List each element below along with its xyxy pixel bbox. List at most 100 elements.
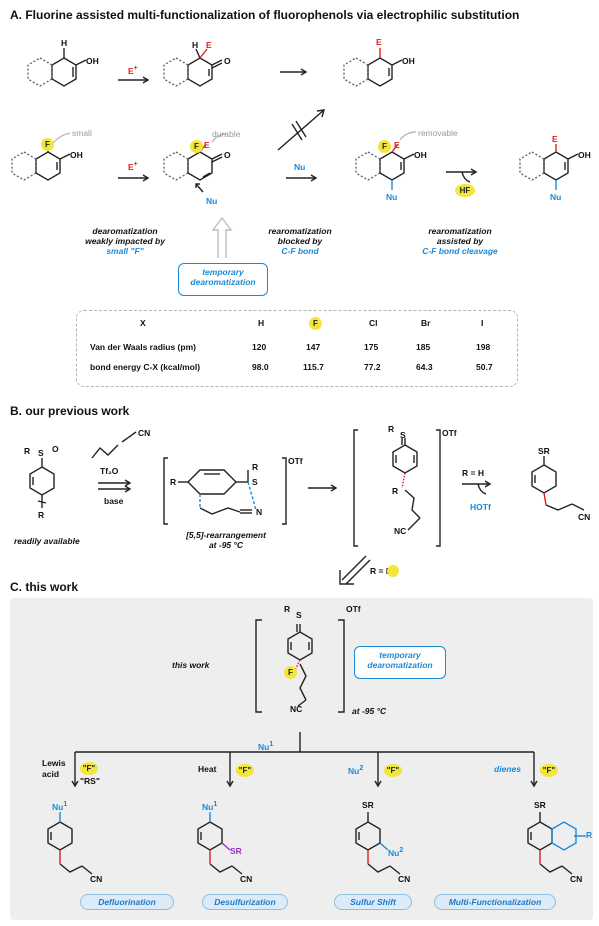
- b-ts-s: S: [252, 477, 258, 487]
- removable-label: removable: [418, 128, 458, 138]
- table-cell: 198: [476, 342, 491, 352]
- f-highlight-int: F: [190, 140, 203, 153]
- c-otf: OTf: [346, 604, 361, 614]
- c-s: S: [296, 610, 302, 620]
- section-c-panel: [10, 598, 593, 920]
- branch3-top: SR: [362, 800, 374, 810]
- b-ts-n: N: [256, 507, 263, 517]
- b-o: O: [52, 444, 59, 454]
- branch4-sub: R: [586, 830, 593, 840]
- branch3-sub: Nu2: [388, 846, 404, 858]
- b-int-s: S: [400, 430, 406, 440]
- b-cn-prod: CN: [578, 512, 591, 522]
- table-row-label: Van der Waals radius (pm): [90, 342, 196, 352]
- b-otf1: OTf: [288, 456, 303, 466]
- tag-desulfurization: Desulfurization: [202, 894, 288, 910]
- branch1-loss-rs: "RS": [80, 776, 100, 786]
- f-highlight: F: [41, 138, 54, 151]
- b-r-equals-h: R = H: [462, 468, 484, 478]
- b-r-sulfoxide: R: [24, 446, 31, 456]
- row2-nu: Nu: [206, 196, 218, 206]
- nu-reagent: Nu: [294, 162, 306, 172]
- branch4-loss-f: "F": [540, 764, 558, 777]
- c-r: R: [284, 604, 291, 614]
- row1-e-reagent: E+: [128, 64, 138, 76]
- hf-badge: HF: [455, 184, 475, 197]
- durable-label: durable: [212, 129, 241, 139]
- f-highlight-third: F: [378, 140, 391, 153]
- branch3-loss-f: "F": [384, 764, 402, 777]
- row2-o: O: [224, 150, 231, 160]
- branch2-loss-f: "F": [236, 764, 254, 777]
- branch1-loss-f: "F": [80, 762, 98, 775]
- row2-e2: E: [394, 140, 400, 150]
- row1-h-int: H: [192, 40, 199, 50]
- table-header-cl: Cl: [369, 318, 378, 328]
- branch4-top: SR: [534, 800, 546, 810]
- b-base: base: [104, 496, 124, 506]
- b-sr: SR: [538, 446, 550, 456]
- rf-highlight-dot: [387, 565, 399, 577]
- branch2-sub: SR: [230, 846, 242, 856]
- table-cell: 50.7: [476, 362, 493, 372]
- table-cell: 175: [364, 342, 379, 352]
- b-int-r: R: [388, 424, 395, 434]
- table-cell: 77.2: [364, 362, 381, 372]
- branch1-top: Nu1: [52, 800, 68, 812]
- c-nc: NC: [290, 704, 303, 714]
- table-header-br: Br: [421, 318, 431, 328]
- row1-o-int: O: [224, 56, 231, 66]
- table-row-label: bond energy C-X (kcal/mol): [90, 362, 201, 372]
- row2-oh-final: OH: [578, 150, 591, 160]
- table-header-i: I: [481, 318, 484, 328]
- b-int-nc: NC: [394, 526, 407, 536]
- b-ts-r2: R: [252, 462, 259, 472]
- b-r-equals-f: R = F: [370, 566, 392, 576]
- table-cell: 185: [416, 342, 431, 352]
- row2-oh2: OH: [414, 150, 427, 160]
- b-readily-available: readily available: [14, 536, 80, 546]
- row2-oh: OH: [70, 150, 83, 160]
- section-c-title: C. this work: [10, 580, 79, 594]
- c-temp: at -95 °C: [352, 706, 387, 716]
- branch1-cn: CN: [90, 874, 103, 884]
- b-hotf: HOTf: [470, 502, 491, 512]
- row2-nu-final: Nu: [550, 192, 562, 202]
- table-cell: 64.3: [416, 362, 433, 372]
- c-f-highlight: F: [284, 666, 297, 679]
- row1-oh: OH: [86, 56, 99, 66]
- table-cell: 120: [252, 342, 267, 352]
- branch3-condition: Nu2: [348, 764, 364, 776]
- row1-oh-prod: OH: [402, 56, 415, 66]
- section-b-title: B. our previous work: [10, 404, 130, 418]
- b-ts-r: R: [170, 477, 177, 487]
- tag-multi-functionalization: Multi-Functionalization: [434, 894, 556, 910]
- table-cell: 115.7: [303, 362, 324, 372]
- b-s: S: [38, 448, 44, 458]
- section-a-title: A. Fluorine assisted multi-functionaliza…: [10, 8, 520, 22]
- row2-nu2: Nu: [386, 192, 398, 202]
- b-otf2: OTf: [442, 428, 457, 438]
- b-r-bottom: R: [38, 510, 45, 520]
- c-nu1: Nu1: [258, 740, 274, 752]
- b-cn-reagent: CN: [138, 428, 151, 438]
- property-table: [76, 310, 518, 387]
- branch2-cn: CN: [240, 874, 253, 884]
- row2-e-reagent: E+: [128, 160, 138, 172]
- row1-h: H: [61, 38, 68, 48]
- branch2-condition: Heat: [198, 764, 217, 774]
- branch3-cn: CN: [398, 874, 411, 884]
- branch4-cn: CN: [570, 874, 583, 884]
- tag-sulfur-shift: Sulfur Shift: [334, 894, 412, 910]
- tag-defluorination: Defluorination: [80, 894, 174, 910]
- table-header-f: F: [309, 317, 322, 330]
- branch4-condition: dienes: [494, 764, 521, 774]
